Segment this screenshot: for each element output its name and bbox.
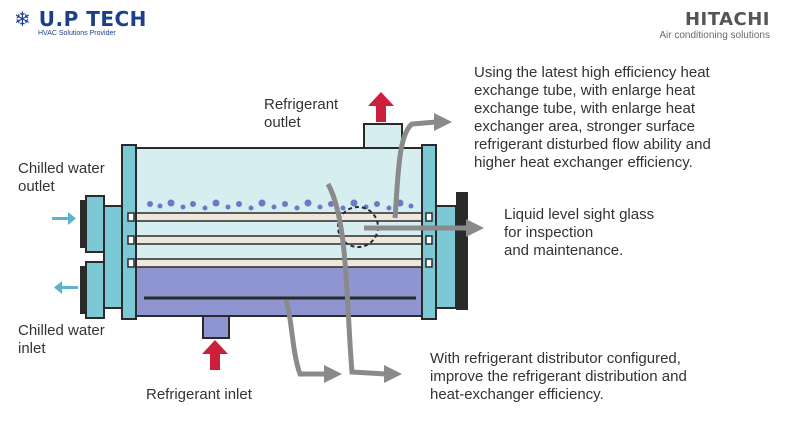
label-refrigerant-outlet: Refrigerant outlet: [264, 96, 339, 131]
callout-distributor: With refrigerant distributor configured,…: [430, 350, 687, 403]
brand-right-tagline: Air conditioning solutions: [659, 30, 770, 41]
water-out-arrow: [54, 281, 78, 294]
callout-heat-exchange-tube: Using the latest high efficiency heat ex…: [474, 64, 711, 171]
callout-sight-glass: Liquid level sight glass for inspection …: [504, 206, 655, 259]
left-tube-ends: [127, 212, 135, 268]
pointer-distributor-head-a: [384, 365, 402, 383]
left-flange-cap-top: [80, 200, 86, 248]
snowflake-icon: ❄: [14, 7, 32, 31]
heat-exchange-tubes: [103, 212, 451, 268]
refrigerant-bubbles: [147, 199, 414, 211]
left-flange-bottom: [85, 261, 105, 319]
right-end-cover: [456, 192, 468, 310]
left-flange-top: [85, 195, 105, 253]
pointer-heat-exchange-head: [434, 113, 452, 131]
refrigerant-inlet-nozzle: [202, 313, 230, 339]
refrigerant-outlet-nozzle: [363, 123, 403, 151]
pointer-heat-exchange: [392, 119, 437, 219]
brand-left-tagline: HVAC Solutions Provider: [38, 30, 116, 37]
brand-right-name: HITACHI: [684, 9, 770, 30]
right-water-box: [435, 205, 457, 309]
brand-hitachi: HITACHI Air conditioning solutions: [659, 10, 770, 42]
left-flange-cap-bottom: [80, 266, 86, 314]
right-tube-sheet: [421, 144, 437, 320]
shell-vapor-zone: [136, 148, 422, 266]
brand-left-name: U.P TECH: [38, 7, 147, 31]
pointer-sight-glass-head: [466, 219, 484, 237]
pointer-distributor: [283, 182, 387, 377]
refrigerant-outlet-arrow: [368, 92, 394, 122]
left-water-box: [103, 205, 123, 309]
label-refrigerant-inlet: Refrigerant inlet: [146, 386, 252, 403]
label-chilled-water-inlet: Chilled water inlet: [18, 322, 105, 357]
pointer-distributor-head-b: [324, 365, 342, 383]
brand-up-tech: ❄ U.P TECH HVAC Solutions Provider: [14, 8, 147, 38]
label-chilled-water-outlet: Chilled water outlet: [18, 160, 105, 195]
refrigerant-inlet-arrow: [202, 340, 228, 370]
left-tube-sheet: [121, 144, 137, 320]
shell-liquid-zone: [136, 266, 422, 316]
water-in-arrow: [52, 212, 76, 225]
right-tube-ends: [425, 212, 433, 268]
